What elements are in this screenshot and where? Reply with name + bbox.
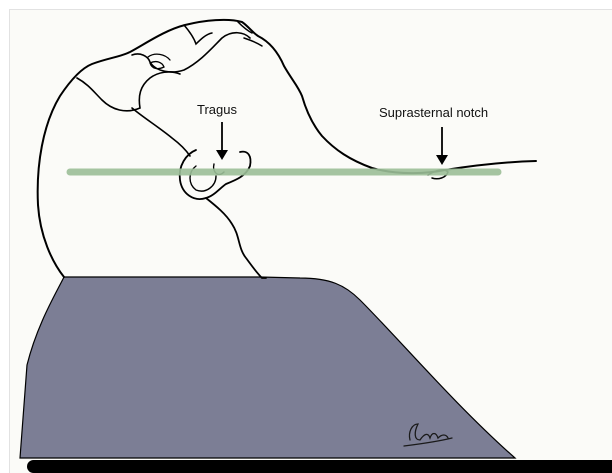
head-outline	[38, 20, 536, 277]
neck-outline	[206, 198, 266, 278]
tragus-label: Tragus	[197, 103, 237, 116]
nose-contour	[184, 25, 212, 44]
hairline	[77, 72, 180, 111]
pillow	[20, 277, 515, 458]
cheek-line	[132, 108, 190, 156]
notch-arrow-icon	[436, 155, 448, 165]
suprasternal-notch-label: Suprasternal notch	[379, 106, 488, 119]
face-contour	[132, 33, 250, 72]
eyebrow	[148, 54, 170, 60]
table-surface	[27, 460, 612, 473]
tragus-arrow-icon	[216, 150, 228, 160]
